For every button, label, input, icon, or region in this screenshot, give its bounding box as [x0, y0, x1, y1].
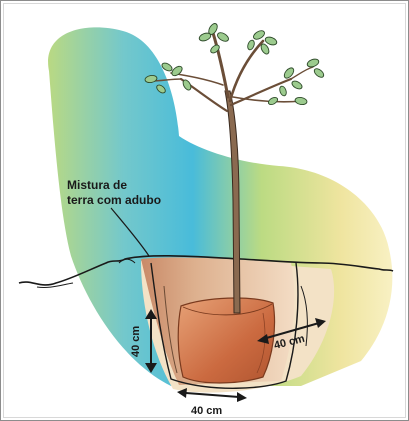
mix-label-line2: terra com adubo [67, 193, 161, 207]
mix-label-line1: Mistura de [67, 178, 127, 192]
bottom-width-label: 40 cm [191, 405, 222, 417]
depth-label: 40 cm [130, 326, 142, 357]
